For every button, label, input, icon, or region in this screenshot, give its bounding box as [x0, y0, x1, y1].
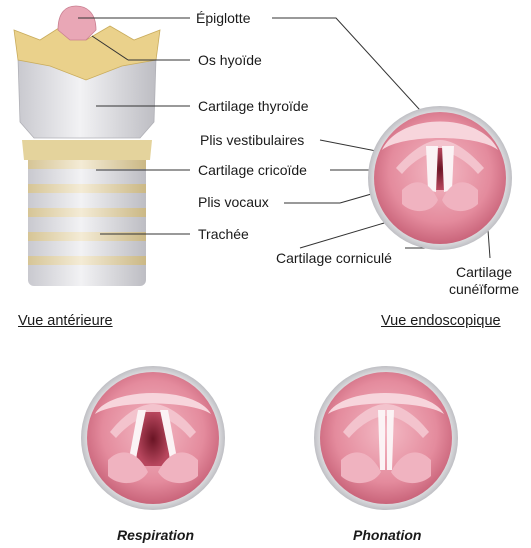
label-cartilage-thyroide: Cartilage thyroïde	[198, 98, 309, 114]
larynx-anterior	[14, 6, 160, 286]
label-cartilage-cricoide: Cartilage cricoïde	[198, 162, 307, 178]
label-epiglotte: Épiglotte	[196, 10, 250, 26]
endoscopic-view	[368, 106, 512, 250]
view-title-anterior: Vue antérieure	[18, 313, 113, 329]
label-cartilage-cuneiforme-line2: cunéïforme	[440, 281, 528, 297]
label-cartilage-cornicule: Cartilage corniculé	[276, 250, 392, 266]
phonation-view	[314, 366, 458, 510]
label-os-hyoide: Os hyoïde	[198, 52, 262, 68]
label-trachee: Trachée	[198, 226, 249, 242]
epiglottis	[58, 6, 96, 40]
respiration-view	[81, 366, 225, 510]
label-plis-vocaux: Plis vocaux	[198, 194, 269, 210]
view-title-endoscopic: Vue endoscopique	[381, 313, 501, 329]
label-plis-vestibulaires: Plis vestibulaires	[200, 132, 304, 148]
cricoid-cartilage	[22, 140, 152, 160]
caption-phonation: Phonation	[353, 527, 421, 543]
caption-respiration: Respiration	[117, 527, 194, 543]
label-cartilage-cuneiforme-line1: Cartilage	[440, 264, 528, 280]
